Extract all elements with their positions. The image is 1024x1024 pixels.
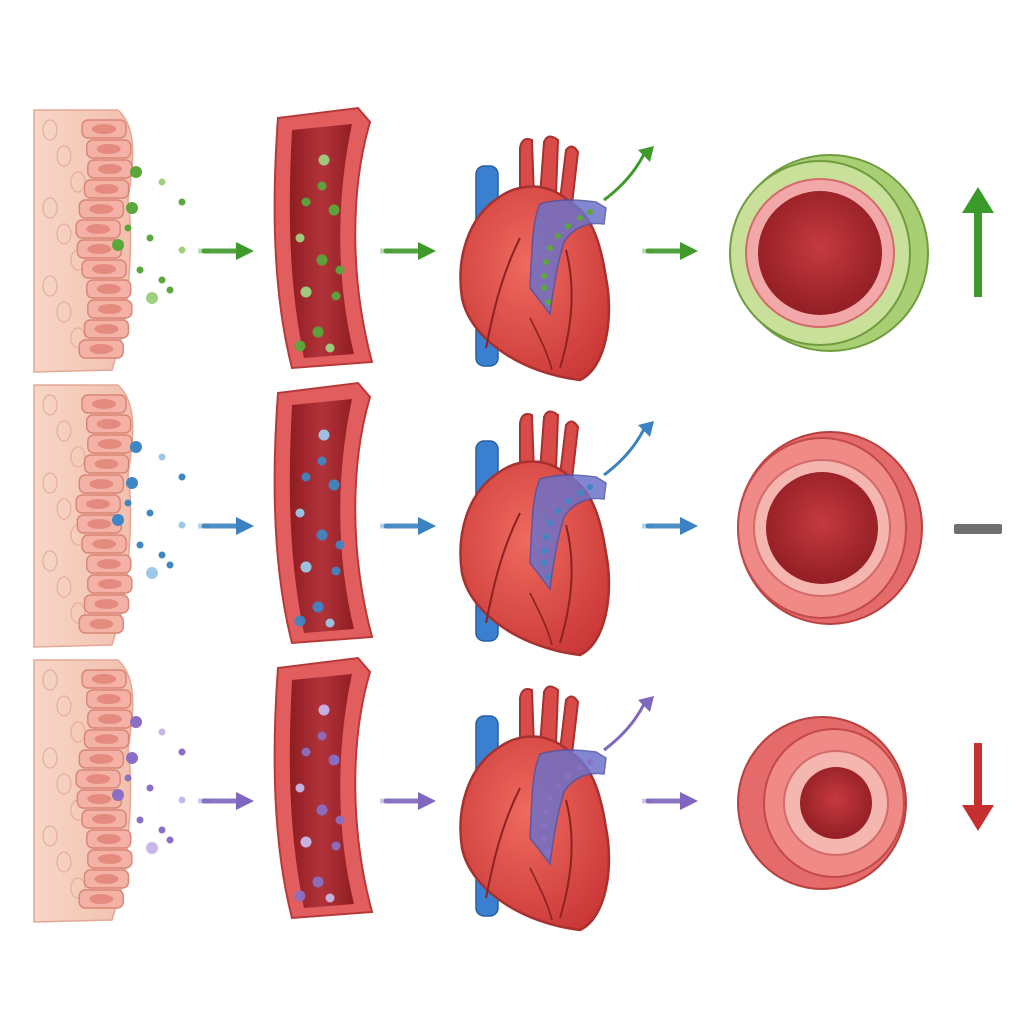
pathway-row-green bbox=[33, 106, 994, 382]
flow-arrow-2 bbox=[380, 517, 436, 535]
pathway-row-blue bbox=[33, 381, 1002, 657]
artery-cross-section-icon bbox=[729, 154, 929, 352]
heart-icon bbox=[459, 685, 654, 932]
artery-cross-section-icon bbox=[737, 431, 923, 625]
output-arrow bbox=[603, 421, 654, 477]
artery-cross-section-icon bbox=[737, 716, 907, 890]
increase-arrow-icon bbox=[962, 187, 994, 297]
blood-vessel-icon bbox=[273, 656, 374, 920]
heart-icon bbox=[459, 410, 654, 657]
decrease-arrow-icon bbox=[962, 743, 994, 831]
no-change-dash-icon bbox=[954, 524, 1002, 534]
released-molecules bbox=[112, 441, 186, 579]
intestinal-wall-icon bbox=[33, 109, 134, 373]
output-arrow bbox=[603, 146, 654, 202]
flow-arrow-1 bbox=[198, 242, 254, 260]
flow-arrow-2 bbox=[380, 242, 436, 260]
rows-layer bbox=[33, 106, 1002, 932]
flow-arrow-3 bbox=[642, 792, 698, 810]
flow-arrow-3 bbox=[642, 517, 698, 535]
released-molecules bbox=[112, 716, 186, 854]
flow-arrow-3 bbox=[642, 242, 698, 260]
pathway-row-purple bbox=[33, 656, 994, 932]
blood-vessel-icon bbox=[273, 381, 374, 645]
blood-vessel-icon bbox=[273, 106, 374, 370]
output-arrow bbox=[603, 696, 654, 752]
released-molecules bbox=[112, 166, 186, 304]
heart-icon bbox=[459, 135, 654, 382]
flow-arrow-2 bbox=[380, 792, 436, 810]
intestinal-wall-icon bbox=[33, 384, 134, 648]
flow-arrow-1 bbox=[198, 792, 254, 810]
intestinal-wall-icon bbox=[33, 659, 134, 923]
flow-arrow-1 bbox=[198, 517, 254, 535]
